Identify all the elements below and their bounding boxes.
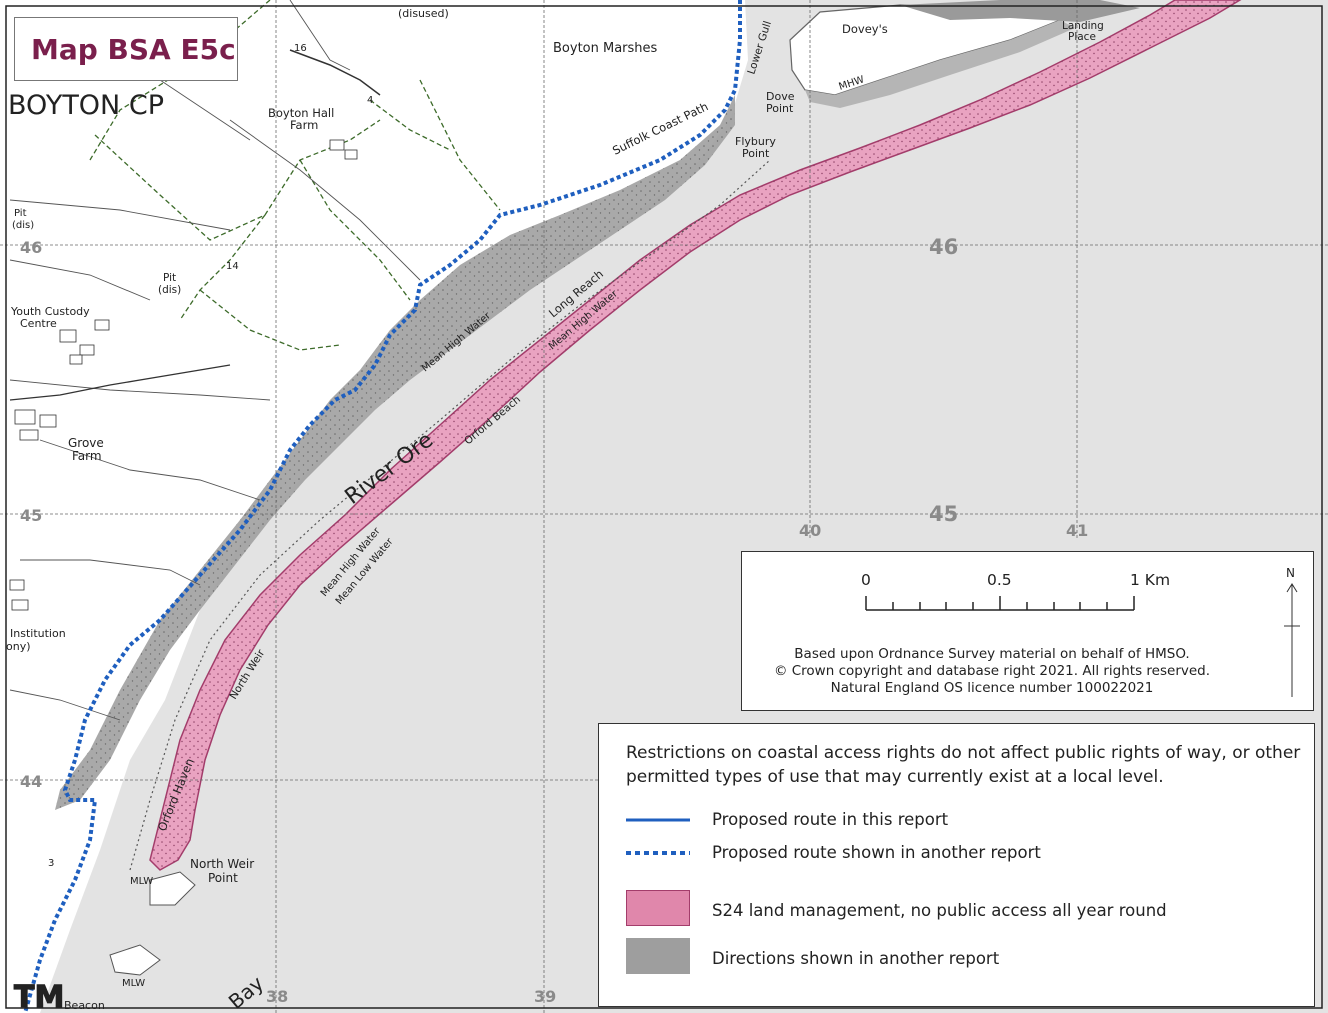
grid-easting-40: 40 <box>799 521 821 540</box>
legend-item-proposed-route: Proposed route in this report <box>626 808 1286 846</box>
label-grove-farm: Farm <box>72 449 102 463</box>
grid-easting-39: 39 <box>534 987 556 1006</box>
label-dis-1: (dis) <box>12 220 34 231</box>
label-disused: (disused) <box>398 7 449 20</box>
label-mlw-1: MLW <box>130 876 153 887</box>
scale-bar: 0 0.5 1 Km N <box>861 566 1300 697</box>
label-boyton-farm: Farm <box>290 118 318 132</box>
marsh-stipple <box>55 95 735 810</box>
label-dis-2: (dis) <box>158 284 181 296</box>
label-doveys: Dovey's <box>842 22 888 36</box>
label-num-16: 16 <box>294 43 307 54</box>
grey-fill-swatch <box>626 938 690 974</box>
solid-line-swatch <box>626 818 690 822</box>
north-arrow: N <box>1284 566 1300 697</box>
label-mlw-2: MLW <box>122 978 145 989</box>
label-num-3: 3 <box>48 858 54 869</box>
label-flybury-point: Point <box>742 147 770 160</box>
label-centre: Centre <box>20 317 57 330</box>
label-pit-1: Pit <box>14 208 27 219</box>
legend-item-directions: Directions shown in another report <box>626 938 1286 976</box>
grid-northing-46: 46 <box>20 238 42 257</box>
legend-item-route-other-report: Proposed route shown in another report <box>626 841 1286 879</box>
label-institution: Institution <box>10 627 66 640</box>
buildings <box>9 139 358 611</box>
map-title: Map BSA E5c <box>14 17 238 81</box>
legend-note: Restrictions on coastal access rights do… <box>626 743 1301 787</box>
legend-label-directions: Directions shown in another report <box>712 949 1000 968</box>
scale-label-half: 0.5 <box>987 571 1012 589</box>
label-dove: Dove <box>766 90 795 103</box>
southern-islet <box>109 944 161 976</box>
legend-label-s24: S24 land management, no public access al… <box>712 901 1167 920</box>
road-2 <box>9 364 231 401</box>
label-pit-2: Pit <box>163 272 176 284</box>
grid-interior-45: 45 <box>929 502 958 526</box>
label-ony: ony) <box>6 640 31 653</box>
scale-panel: 0 0.5 1 Km N Based upon Ordnance Survey … <box>741 551 1314 711</box>
attribution-line-2: © Crown copyright and database right 202… <box>773 663 1211 679</box>
scale-label-1km: 1 Km <box>1130 571 1170 589</box>
label-num-4: 4 <box>367 95 373 106</box>
label-landing: Landing <box>1062 20 1104 32</box>
pink-fill-swatch <box>626 890 690 926</box>
label-north-weir-point: North Weir <box>190 857 254 871</box>
label-boyton-hall: Boyton Hall <box>268 106 334 120</box>
route-underline <box>0 789 56 793</box>
legend-item-s24: S24 land management, no public access al… <box>626 890 1286 928</box>
scale-ticks <box>865 596 1135 610</box>
map-frame <box>5 5 1323 1009</box>
label-dove-point: Point <box>766 102 794 115</box>
label-place: Place <box>1068 31 1096 43</box>
legend-label-route-other-report: Proposed route shown in another report <box>712 843 1041 862</box>
label-num-14: 14 <box>226 261 239 272</box>
legend-label-proposed-route: Proposed route in this report <box>712 810 949 829</box>
label-grove: Grove <box>68 436 104 450</box>
label-point: Point <box>208 871 238 885</box>
attribution-line-1: Based upon Ordnance Survey material on b… <box>794 646 1190 662</box>
grid-northing-44: 44 <box>20 772 42 791</box>
grid-easting-38: 38 <box>266 987 288 1006</box>
label-beacon: Beacon <box>64 999 105 1012</box>
proposed-route-other-report <box>23 0 742 1013</box>
label-boyton-cp: BOYTON CP <box>8 90 164 121</box>
north-weir-islet <box>149 871 196 906</box>
legend-panel: Restrictions on coastal access rights do… <box>598 723 1315 1007</box>
scale-label-0: 0 <box>861 571 871 589</box>
island-mhw-band <box>805 20 1075 108</box>
label-boyton-marshes: Boyton Marshes <box>553 41 658 56</box>
north-arrow-label: N <box>1286 566 1295 580</box>
grid-easting-41: 41 <box>1066 521 1088 540</box>
os-attribution: Based upon Ordnance Survey material on b… <box>742 646 1242 697</box>
road <box>289 49 381 96</box>
label-youth-custody: Youth Custody <box>10 305 90 318</box>
grid-interior-46: 46 <box>929 235 958 259</box>
grid-northing-45: 45 <box>20 506 42 525</box>
low-water-line <box>129 159 771 871</box>
label-flybury: Flybury <box>735 135 776 148</box>
dotted-line-swatch <box>626 851 690 855</box>
parish-boundaries <box>89 0 501 351</box>
attribution-line-3: Natural England OS licence number 100022… <box>830 680 1154 696</box>
